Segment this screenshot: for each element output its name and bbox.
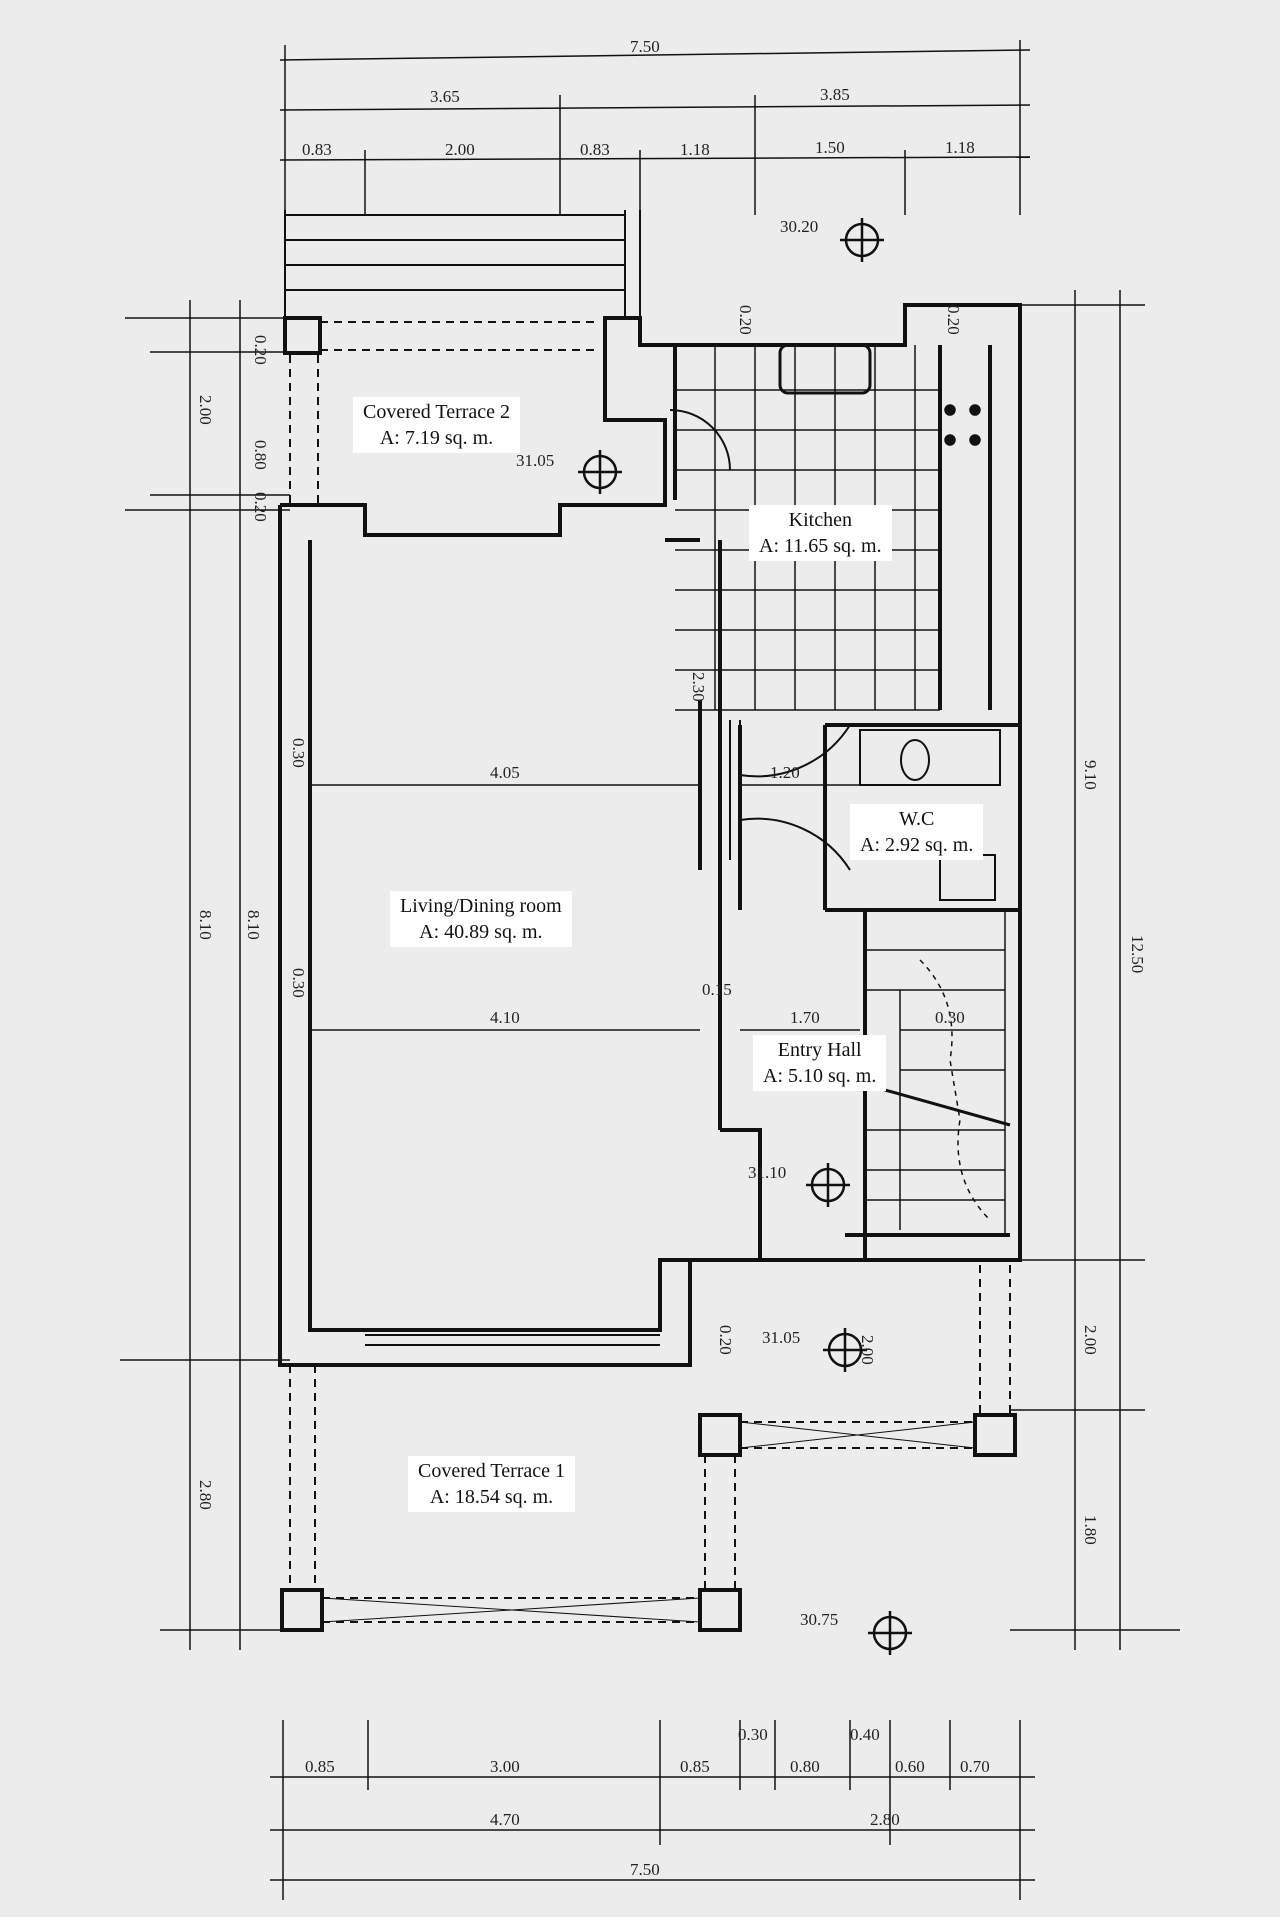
dim-top-mid-1: 3.65 [430, 87, 460, 106]
room-name: Kitchen [788, 509, 852, 531]
left-dimension-lines [120, 300, 290, 1650]
dim-interior-10: 2.30 [689, 672, 708, 702]
room-label-entry-hall: Entry Hall A: 5.10 sq. m. [753, 1035, 887, 1091]
terrace-1-structure [280, 1265, 1017, 1632]
dim-interior-12: 2.00 [858, 1335, 877, 1365]
room-area: A: 18.54 sq. m. [429, 1486, 554, 1508]
dim-bottom-part-6: 0.40 [850, 1725, 880, 1744]
dim-bottom-part-2: 3.00 [490, 1757, 520, 1776]
dim-bottom-mid-1: 4.70 [490, 1810, 520, 1829]
elevation-label-5: 30.75 [800, 1610, 838, 1629]
staircase [864, 909, 1011, 1236]
elevation-markers [578, 218, 912, 1655]
dim-top-part-4: 1.18 [680, 140, 710, 159]
dim-bottom-mid-2: 2.80 [870, 1810, 900, 1829]
dimension-labels: 7.50 3.65 3.85 0.83 2.00 0.83 1.18 1.50 … [196, 37, 1147, 1879]
dim-top-total: 7.50 [630, 37, 660, 56]
dim-left-4: 0.20 [251, 492, 270, 522]
room-area: A: 5.10 sq. m. [763, 1065, 877, 1087]
dim-bottom-part-7: 0.60 [895, 1757, 925, 1776]
dim-left-1: 0.20 [251, 335, 270, 365]
room-name: W.C [898, 808, 935, 830]
dim-interior-1: 4.05 [490, 763, 520, 782]
dim-left-2: 2.00 [196, 395, 215, 425]
room-label-living-dining: Living/Dining room A: 40.89 sq. m. [390, 891, 572, 947]
dim-top-part-5: 1.50 [815, 138, 845, 157]
dim-top-mid-2: 3.85 [820, 85, 850, 104]
room-label-kitchen: Kitchen A: 11.65 sq. m. [749, 505, 892, 561]
bottom-dimension-lines [270, 1720, 1035, 1900]
dim-top-part-2: 2.00 [445, 140, 475, 159]
dim-bottom-part-8: 0.70 [960, 1757, 990, 1776]
dim-interior-11: 0.30 [935, 1008, 965, 1027]
interior-dimension-lines [310, 784, 860, 1031]
dim-interior-2: 4.10 [490, 1008, 520, 1027]
room-name: Covered Terrace 1 [418, 1460, 566, 1482]
room-label-covered-terrace-1: Covered Terrace 1 A: 18.54 sq. m. [408, 1456, 576, 1512]
right-dimension-lines [1010, 290, 1180, 1650]
dim-left-5: 8.10 [196, 910, 215, 940]
dim-right-total: 12.50 [1128, 935, 1147, 973]
dim-interior-4: 1.70 [790, 1008, 820, 1027]
dim-top-part-6: 1.18 [945, 138, 975, 157]
terrace-2-pergola [283, 210, 641, 505]
dim-interior-3: 1.20 [770, 763, 800, 782]
elevation-label-2: 31.05 [516, 451, 554, 470]
room-area: A: 2.92 sq. m. [860, 834, 974, 856]
dim-interior-5: 0.15 [702, 980, 732, 999]
dim-right-1: 9.10 [1081, 760, 1100, 790]
dim-left-3: 0.80 [251, 440, 270, 470]
door-swings [669, 409, 851, 910]
room-name: Entry Hall [777, 1039, 862, 1061]
dim-interior-8: 0.30 [289, 968, 308, 998]
dim-right-2: 2.00 [1081, 1325, 1100, 1355]
dim-top-part-3: 0.83 [580, 140, 610, 159]
dim-right-3: 1.80 [1081, 1515, 1100, 1545]
dim-interior-13: 0.20 [716, 1325, 735, 1355]
elevation-label-1: 30.20 [780, 217, 818, 236]
room-area: A: 40.89 sq. m. [419, 921, 543, 943]
dim-top-part-1: 0.83 [302, 140, 332, 159]
dim-bottom-part-5: 0.80 [790, 1757, 820, 1776]
dim-interior-9: 0.20 [944, 305, 963, 335]
top-dimension-lines [279, 40, 1031, 215]
dim-interior-7: 0.20 [736, 305, 755, 335]
room-area: A: 11.65 sq. m. [759, 535, 882, 557]
dim-bottom-part-1: 0.85 [305, 1757, 335, 1776]
dim-bottom-total: 7.50 [630, 1860, 660, 1879]
dim-bottom-part-3: 0.85 [680, 1757, 710, 1776]
room-name: Covered Terrace 2 [363, 401, 511, 423]
room-name: Living/Dining room [400, 895, 562, 917]
room-label-wc: W.C A: 2.92 sq. m. [850, 804, 984, 860]
dim-bottom-part-4: 0.30 [738, 1725, 768, 1744]
dim-left-inner: 8.10 [244, 910, 263, 940]
dim-interior-6: 0.30 [289, 738, 308, 768]
elevation-label-4: 31.05 [762, 1328, 800, 1347]
room-label-covered-terrace-2: Covered Terrace 2 A: 7.19 sq. m. [353, 397, 521, 453]
elevation-label-3: 31.10 [748, 1163, 786, 1182]
dim-left-6: 2.80 [196, 1480, 215, 1510]
room-area: A: 7.19 sq. m. [379, 427, 494, 449]
